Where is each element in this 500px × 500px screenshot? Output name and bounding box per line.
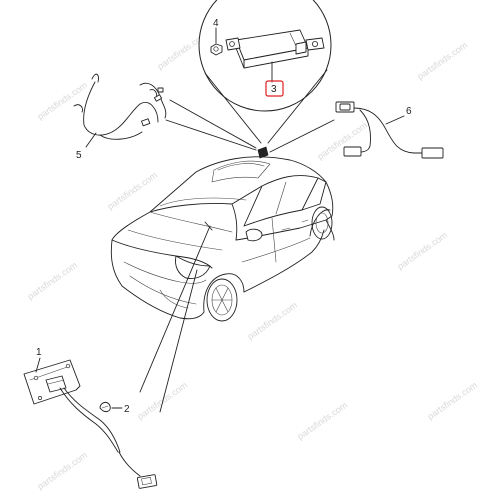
wiring-harness-part-5 <box>73 73 257 151</box>
callout-6: 6 <box>406 106 412 117</box>
watermark-text: partsfinds.com <box>425 380 479 422</box>
callout-1: 1 <box>36 347 42 358</box>
watermark-text: partsfinds.com <box>25 260 79 302</box>
antenna-cable-part-6 <box>269 101 444 159</box>
watermark-text: partsfinds.com <box>35 80 89 122</box>
roof-mounted-module <box>257 146 269 159</box>
callout-4: 4 <box>213 18 219 29</box>
bracket-module-part-1 <box>23 357 158 489</box>
module-part-3 <box>225 29 325 83</box>
watermark-text: partsfinds.com <box>135 380 189 422</box>
nut-part-4 <box>210 27 223 56</box>
watermark-text: partsfinds.com <box>105 170 159 212</box>
watermark-text: partsfinds.com <box>415 40 469 82</box>
callout-5: 5 <box>76 150 82 161</box>
callout-3-highlight <box>265 80 284 97</box>
watermark-text: partsfinds.com <box>245 300 299 342</box>
leader-lines-part-1 <box>139 221 213 413</box>
watermark-text: partsfinds.com <box>35 450 89 492</box>
car-illustration <box>110 156 335 322</box>
watermark-text: partsfinds.com <box>395 230 449 272</box>
callout-3: 3 <box>271 84 277 95</box>
detail-magnifier <box>198 0 332 144</box>
clip-part-2 <box>99 401 123 413</box>
callout-labels: 1 2 3 4 5 6 <box>36 18 412 415</box>
callout-2: 2 <box>124 404 130 415</box>
watermark-text: partsfinds.com <box>295 400 349 442</box>
